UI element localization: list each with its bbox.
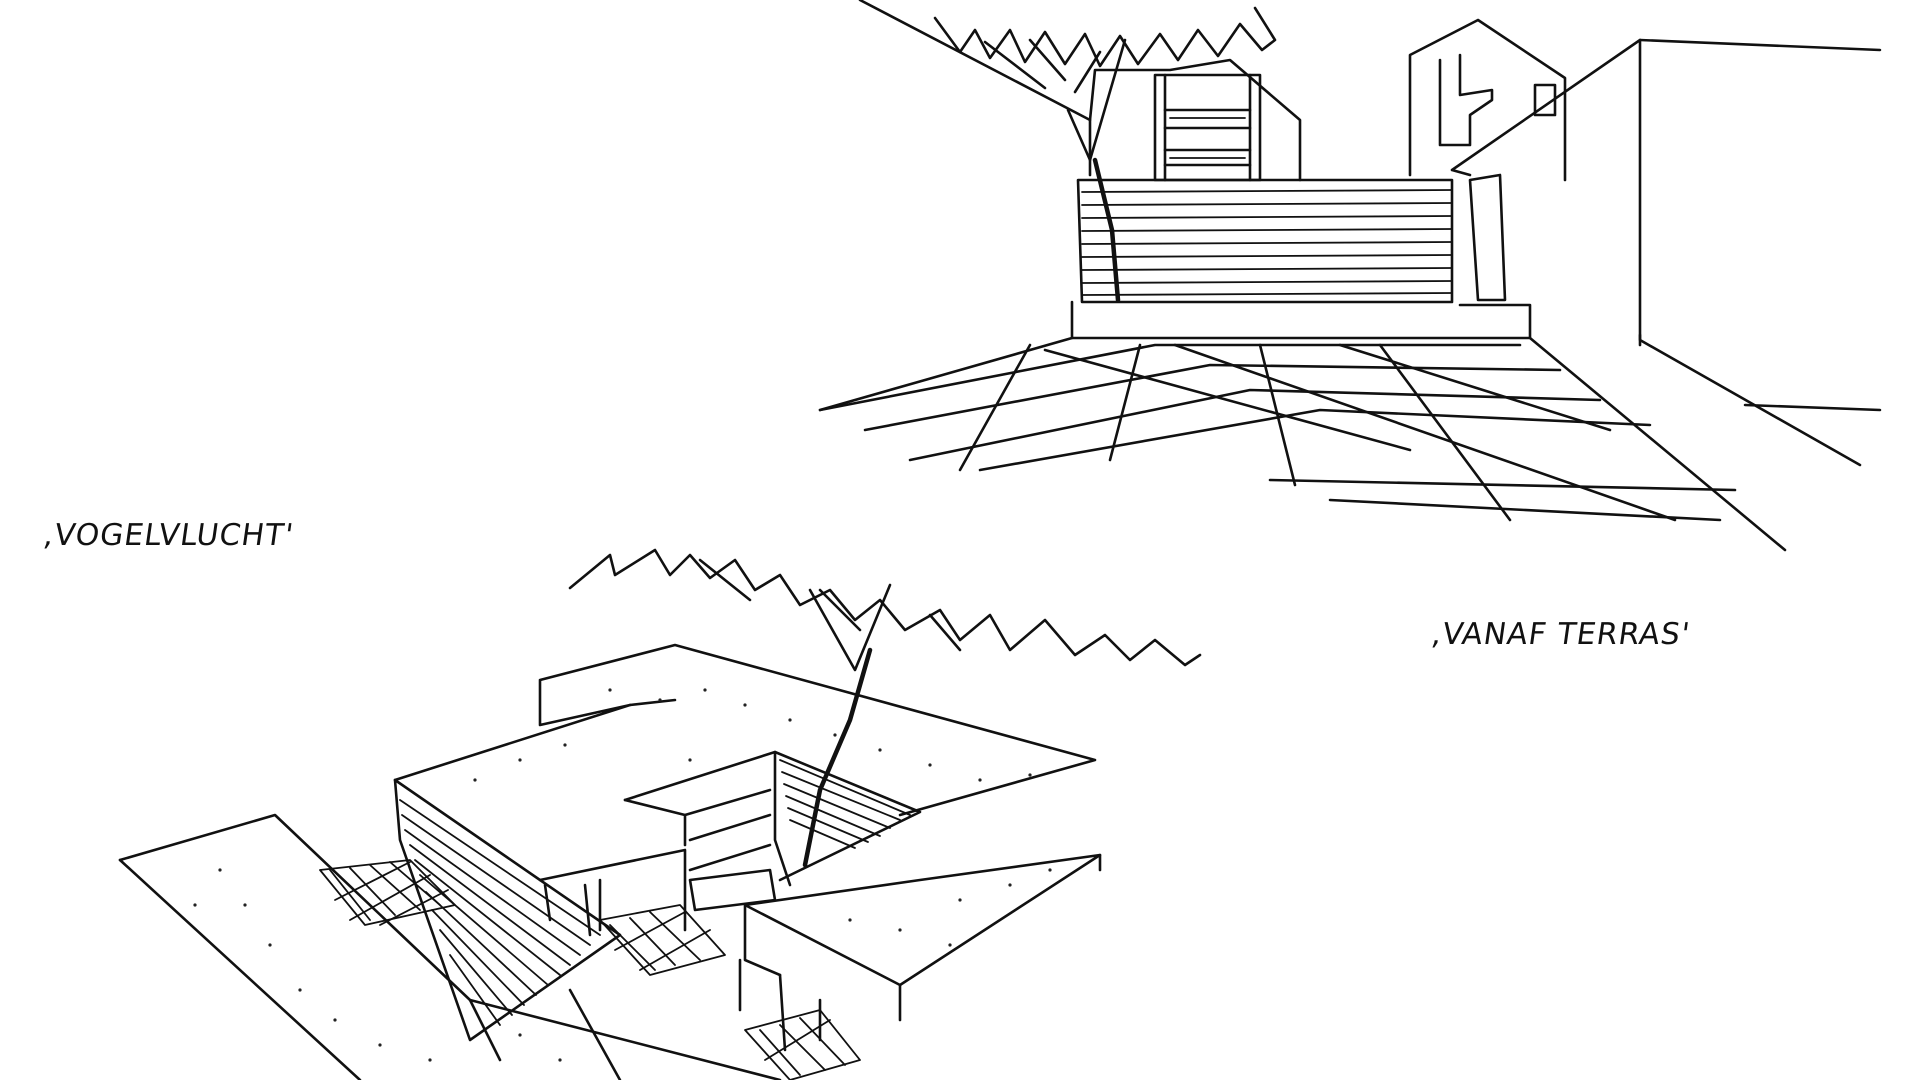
terrace-view-sketch [818,0,1882,552]
hatched-courtyards [319,859,861,1080]
fence-slats [1081,189,1453,296]
right-house [1408,18,1567,182]
courtyard-opening [623,750,922,882]
side-wall-right [1638,38,1882,467]
roof-texture-dots [193,688,1052,1062]
inner-glazing [623,788,772,872]
birdseye-view-sketch [118,548,1202,1080]
birdseye-tree-canopy [568,548,1202,667]
left-roof-line [858,0,1092,122]
back-house [1088,58,1302,182]
roof-plane [393,643,1097,817]
caption-birdseye-view: ,VOGELVLUCHT' [41,518,297,553]
caption-terrace-view: ,VANAF TERRAS' [1429,617,1693,652]
tree-canopy [933,6,1277,68]
paving-grid [818,336,1787,552]
slatted-wall [393,778,622,1042]
slatted-wall-lines [399,799,601,1026]
front-roof-block [743,853,1102,987]
birdseye-tree-trunk [802,647,873,868]
terrace-step [1070,300,1532,340]
slatted-fence [1076,178,1454,304]
courtyard-slats [779,759,911,849]
